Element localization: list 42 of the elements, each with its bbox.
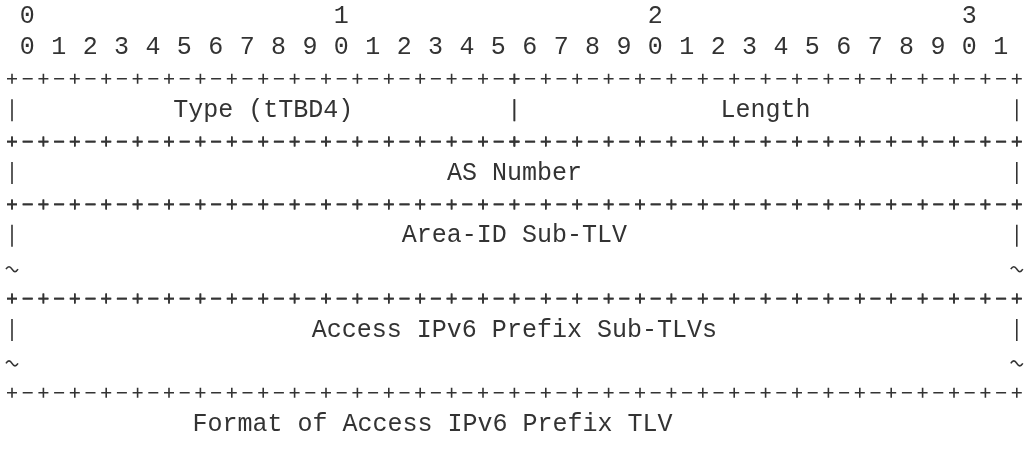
bit-number: 1 xyxy=(365,31,381,63)
bit-number: 2 xyxy=(710,31,726,63)
figure-caption: Format of Access IPv6 Prefix TLV xyxy=(192,408,673,440)
bit-number: 9 xyxy=(930,31,946,63)
bit-number: 3 xyxy=(428,31,444,63)
bit-tens-number: 3 xyxy=(961,0,977,32)
bit-number: 7 xyxy=(239,31,255,63)
bit-number: 8 xyxy=(899,31,915,63)
bit-number: 7 xyxy=(867,31,883,63)
bit-tens-number: 0 xyxy=(19,0,35,32)
bit-number: 1 xyxy=(679,31,695,63)
bit-number: 4 xyxy=(145,31,161,63)
field-name: Access IPv6 Prefix Sub-TLVs xyxy=(19,314,1009,346)
bit-number: 0 xyxy=(333,31,349,63)
bit-number: 2 xyxy=(396,31,412,63)
bit-tens-number: 2 xyxy=(647,0,663,32)
bit-number: 7 xyxy=(553,31,569,63)
bit-number: 8 xyxy=(585,31,601,63)
bit-number: 6 xyxy=(522,31,538,63)
bit-number: 5 xyxy=(490,31,506,63)
bit-number: 0 xyxy=(961,31,977,63)
bit-number: 4 xyxy=(773,31,789,63)
bit-number: 9 xyxy=(616,31,632,63)
bit-tens-number: 1 xyxy=(333,0,349,32)
bit-number: 5 xyxy=(804,31,820,63)
bit-number: 0 xyxy=(19,31,35,63)
bit-number: 6 xyxy=(208,31,224,63)
bit-number: 5 xyxy=(176,31,192,63)
field-name: Type (tTBD4) xyxy=(19,94,507,126)
bit-number: 0 xyxy=(647,31,663,63)
bit-number: 3 xyxy=(114,31,130,63)
bit-number: 6 xyxy=(836,31,852,63)
field-name: AS Number xyxy=(19,157,1009,189)
bit-number: 1 xyxy=(993,31,1009,63)
bit-number: 1 xyxy=(51,31,67,63)
bit-number: 4 xyxy=(459,31,475,63)
field-name: Area-ID Sub-TLV xyxy=(19,220,1009,252)
bit-number: 8 xyxy=(271,31,287,63)
bit-number: 9 xyxy=(302,31,318,63)
bit-number: 3 xyxy=(742,31,758,63)
field-name: Length xyxy=(522,94,1009,126)
bit-number: 2 xyxy=(82,31,98,63)
